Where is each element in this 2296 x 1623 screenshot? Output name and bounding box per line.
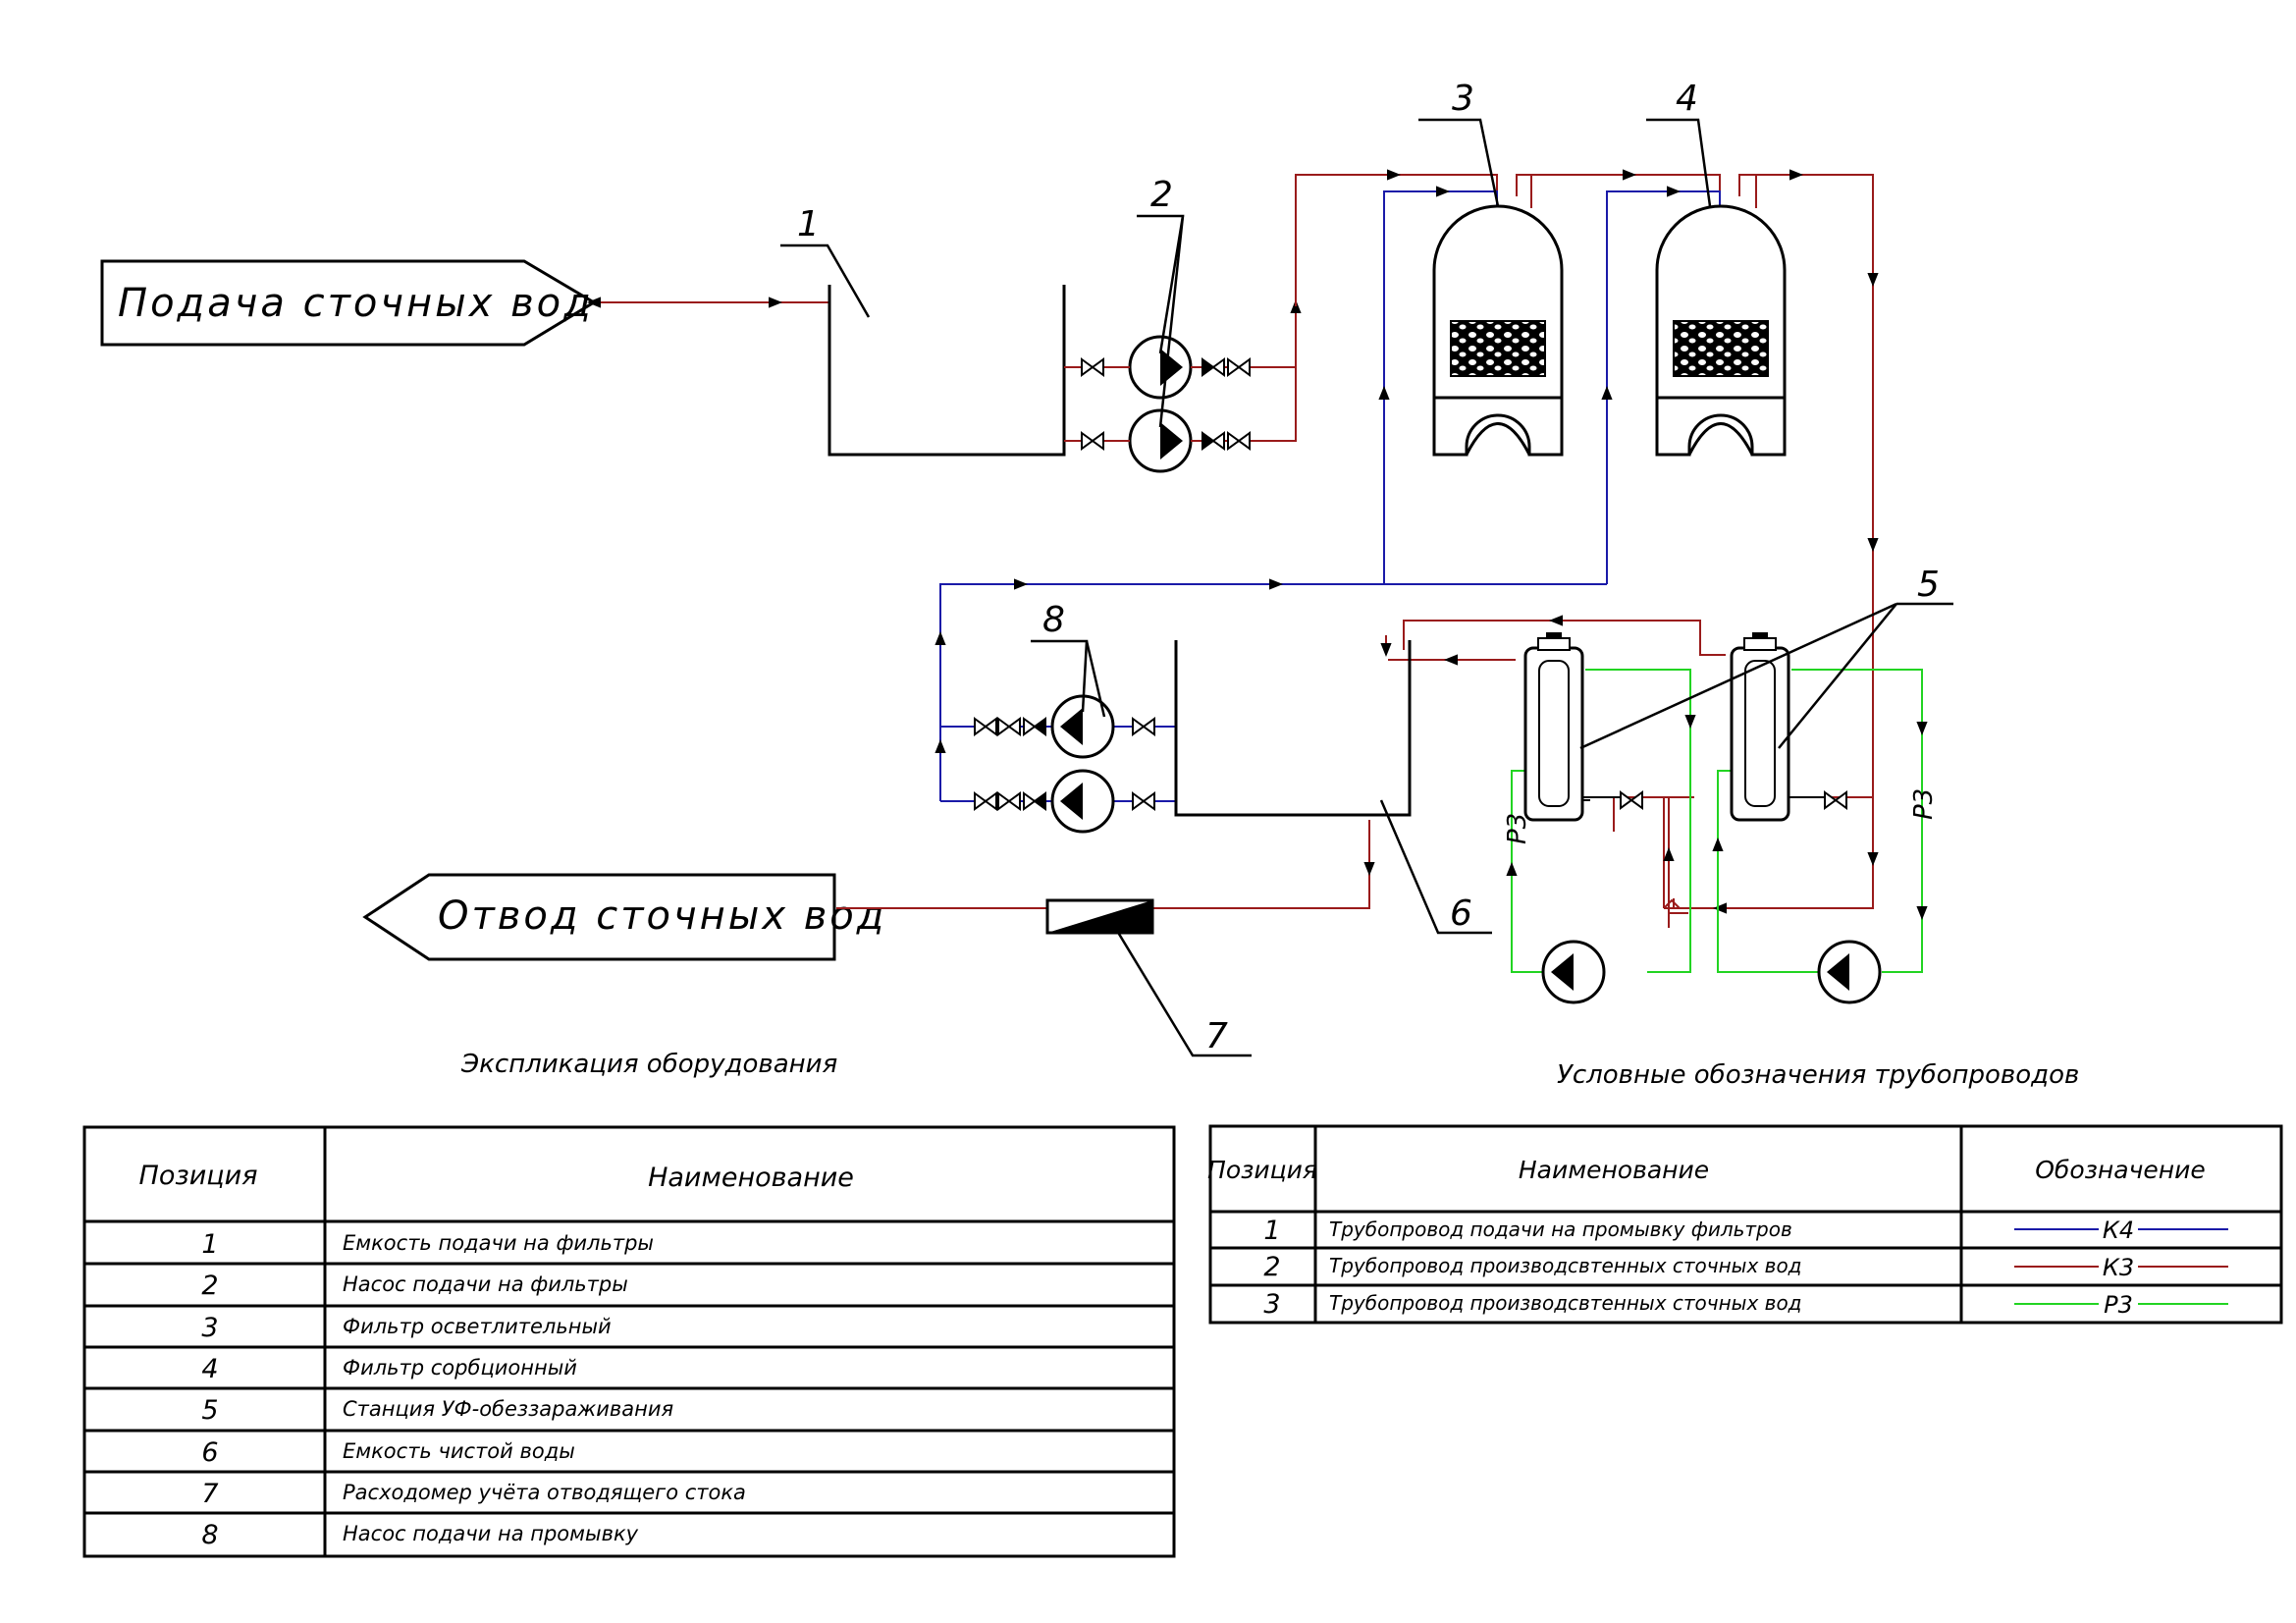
filter-media-icon (1673, 320, 1769, 377)
check-valve-icon (1201, 358, 1225, 376)
legend-pos: 3 (1263, 1289, 1280, 1320)
explication-pos: 6 (201, 1437, 218, 1468)
explication-pos: 5 (201, 1395, 218, 1426)
explication-header-position: Позиция (139, 1161, 258, 1191)
leader-lines (780, 118, 1953, 1057)
label-8: 8 (1042, 600, 1065, 640)
valve-icon (1081, 358, 1104, 376)
label-1: 1 (797, 204, 820, 244)
valve-icon (997, 792, 1021, 810)
legend-code: К3 (2103, 1254, 2134, 1281)
valve-icon (1081, 432, 1104, 450)
pump-group-8 (974, 694, 1155, 834)
legend-name: Трубопровод производсвтенных сточных вод (1329, 1254, 1802, 1277)
explication-name: Станция УФ-обеззараживания (343, 1397, 673, 1421)
explication-caption: Экспликация оборудования (460, 1050, 837, 1079)
discharge-outlet: Отвод сточных вод (362, 873, 886, 961)
r3-pipelines (1506, 669, 1928, 973)
check-valve-icon (1023, 718, 1046, 735)
legend-header-designation: Обозначение (2035, 1156, 2205, 1184)
label-2: 2 (1150, 175, 1173, 215)
explication-name: Насос подачи на фильтры (343, 1272, 628, 1296)
explication-header-name: Наименование (648, 1163, 854, 1193)
filter-media-icon (1450, 320, 1546, 377)
explication-name: Емкость чистой воды (343, 1439, 575, 1463)
tank-1 (828, 285, 1066, 457)
label-4: 4 (1676, 79, 1698, 119)
pump-8b-icon (1060, 783, 1083, 820)
explication-name: Насос подачи на промывку (343, 1522, 639, 1545)
discharge-label: Отвод сточных вод (438, 893, 886, 939)
valve-icon (1620, 791, 1643, 809)
valve-icon (1227, 358, 1251, 376)
legend-header-name: Наименование (1519, 1156, 1709, 1184)
label-3: 3 (1452, 79, 1474, 119)
legend-header-position: Позиция (1207, 1156, 1317, 1184)
circulation-pumps (1541, 940, 1882, 1004)
label-5: 5 (1917, 565, 1940, 605)
r3-label-left: Р3 (1503, 813, 1532, 844)
legend-caption: Условные обозначения трубопроводов (1557, 1060, 2079, 1090)
explication-pos: 7 (201, 1479, 218, 1509)
explication-pos: 1 (201, 1229, 218, 1260)
supply-inlet: Подача сточных вод (100, 259, 597, 347)
uv-station-5b (1730, 632, 1847, 822)
valve-icon (1227, 432, 1251, 450)
legend-pos: 2 (1263, 1252, 1280, 1282)
pump-icon (1827, 953, 1849, 991)
explication-table: Позиция Наименование 1 Емкость подачи на… (82, 1125, 1176, 1558)
check-valve-icon (1201, 432, 1225, 450)
explication-pos: 4 (201, 1354, 218, 1384)
r3-label-right: Р3 (1909, 788, 1939, 820)
explication-name: Фильтр сорбционный (343, 1356, 577, 1380)
legend-table: Позиция Наименование Обозначение 1 Трубо… (1207, 1124, 2283, 1325)
valve-icon (1132, 718, 1155, 735)
explication-name: Фильтр осветлительный (343, 1315, 612, 1338)
filter-4 (1655, 204, 1787, 457)
explication-name: Расходомер учёта отводящего стока (343, 1481, 746, 1504)
pump-2b-icon (1160, 422, 1183, 460)
label-7: 7 (1205, 1016, 1228, 1056)
tank-6 (1174, 640, 1412, 817)
explication-pos: 3 (201, 1313, 218, 1343)
legend-name: Трубопровод подачи на промывку фильтров (1329, 1217, 1792, 1241)
valve-icon (1824, 791, 1847, 809)
flowmeter-7 (1045, 898, 1154, 935)
label-6: 6 (1450, 893, 1472, 934)
supply-label: Подача сточных вод (118, 281, 594, 326)
check-valve-icon (1023, 792, 1046, 810)
uv-station-5a (1523, 632, 1643, 822)
explication-pos: 2 (201, 1271, 218, 1301)
legend-name: Трубопровод производсвтенных сточных вод (1329, 1291, 1802, 1315)
k3-pipelines (587, 169, 1879, 928)
pump-8a-icon (1060, 708, 1083, 745)
legend-code: К4 (2103, 1217, 2134, 1244)
valve-icon (974, 718, 997, 735)
valve-icon (974, 792, 997, 810)
pump-group-2 (1064, 335, 1258, 473)
pump-2-discharge (1258, 366, 1296, 442)
legend-pos: 1 (1263, 1216, 1280, 1246)
valve-icon (997, 718, 1021, 735)
filter-3 (1432, 204, 1564, 457)
explication-pos: 8 (201, 1520, 218, 1550)
valve-icon (1132, 792, 1155, 810)
legend-code: Р3 (2104, 1291, 2133, 1319)
explication-name: Емкость подачи на фильтры (343, 1231, 654, 1255)
pump-icon (1551, 953, 1574, 991)
